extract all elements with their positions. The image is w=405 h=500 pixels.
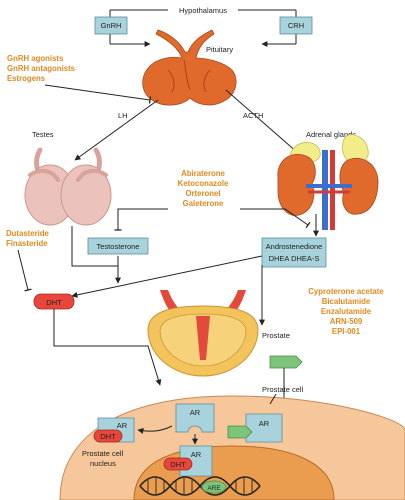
drug-gnrh-antagonists: GnRH antagonists	[7, 64, 76, 73]
drug-bicalutamide: Bicalutamide	[322, 297, 371, 306]
crh-box: CRH	[279, 16, 313, 35]
ar-label-nuclear: AR	[191, 450, 202, 459]
dht-to-cell-arrow	[53, 309, 162, 386]
drug-epi001: EPI-001	[332, 327, 361, 336]
prostate-label: Prostate	[262, 331, 290, 340]
drug-estrogens: Estrogens	[7, 74, 46, 83]
lh-arrow	[74, 99, 159, 161]
drug-cyproterone: Cyproterone acetate	[308, 287, 384, 296]
adrenal-glands: Adrenal glands	[277, 130, 379, 230]
testes-to-testosterone-line	[71, 226, 118, 267]
gnrh-box: GnRH	[94, 16, 128, 35]
prostate-organ: Prostate	[147, 290, 290, 377]
adrenal-glands-label: Adrenal glands	[306, 130, 356, 139]
antagonist-shape	[269, 355, 303, 369]
androstenedione-label: Androstenedione	[266, 242, 323, 251]
prostate-cell-pointer	[269, 393, 277, 405]
dht-label-nuclear: DHT	[170, 460, 186, 469]
dhea-label: DHEA DHEA-S	[269, 254, 320, 263]
reductase-drugs: Dutasteride Finasteride	[6, 229, 50, 248]
synthesis-drugs: Abiraterone Ketoconazole Orteronel Galet…	[178, 169, 229, 208]
lh-label: LH	[118, 111, 128, 120]
testes: Testes	[24, 130, 112, 226]
ar-label-right: AR	[259, 419, 270, 428]
drug-galeterone: Galeterone	[183, 199, 224, 208]
drug-ketoconazole: Ketoconazole	[178, 179, 229, 188]
testosterone-label: Testosterone	[97, 242, 140, 251]
drug-enzalutamide: Enzalutamide	[321, 307, 372, 316]
drug-orteronel: Orteronel	[185, 189, 220, 198]
crh-label: CRH	[288, 21, 304, 30]
androstenedione-to-dht-arrow	[71, 255, 263, 298]
hypothalamus-frame: Hypothalamus	[109, 6, 297, 44]
pituitary-label: Pituitary	[206, 45, 233, 54]
dht-label: DHT	[46, 298, 62, 307]
dht-pill: DHT	[33, 293, 75, 310]
androstenedione-box: Androstenedione DHEA DHEA-S	[261, 237, 327, 268]
pituitary-drugs: GnRH agonists GnRH antagonists Estrogens	[7, 54, 76, 83]
pituitary-inhibit-line	[44, 84, 152, 104]
nucleus-label-1: Prostate cell	[82, 449, 124, 458]
testosterone-box: Testosterone	[87, 237, 149, 255]
drug-dutasteride: Dutasteride	[6, 229, 50, 238]
ar-dht-nuclear: AR DHT	[163, 434, 213, 477]
are-label: ARE	[207, 485, 221, 492]
nucleus-label-2: nucleus	[90, 459, 116, 468]
prostate-cell-label: Prostate cell	[262, 385, 304, 394]
ar-binding-arrow	[137, 425, 173, 434]
ar-antagonist-complex: AR	[227, 413, 283, 443]
hypothalamus-label: Hypothalamus	[179, 6, 227, 15]
ar-receptor-free: AR	[175, 403, 215, 433]
acth-arrow	[225, 89, 307, 161]
drug-finasteride: Finasteride	[6, 239, 48, 248]
dna-helix: ARE	[139, 476, 261, 496]
dht-label-left: DHT	[100, 432, 116, 441]
adrenal-inhibit-line	[240, 208, 311, 229]
drug-gnrh-agonists: GnRH agonists	[7, 54, 64, 63]
drug-arn509: ARN-509	[330, 317, 363, 326]
acth-label: ACTH	[243, 111, 263, 120]
antiandrogen-drugs: Cyproterone acetate Bicalutamide Enzalut…	[308, 287, 384, 336]
drug-abiraterone: Abiraterone	[181, 169, 225, 178]
pituitary-gland: Pituitary	[142, 29, 237, 106]
dht-inhibit-line	[17, 249, 32, 292]
gnrh-label: GnRH	[101, 21, 122, 30]
testes-label: Testes	[32, 130, 54, 139]
testosterone-inhibit-line	[114, 208, 168, 231]
ar-label-free: AR	[190, 408, 201, 417]
ar-label-left: AR	[117, 421, 128, 430]
ar-dht-complex: AR DHT	[93, 417, 135, 443]
